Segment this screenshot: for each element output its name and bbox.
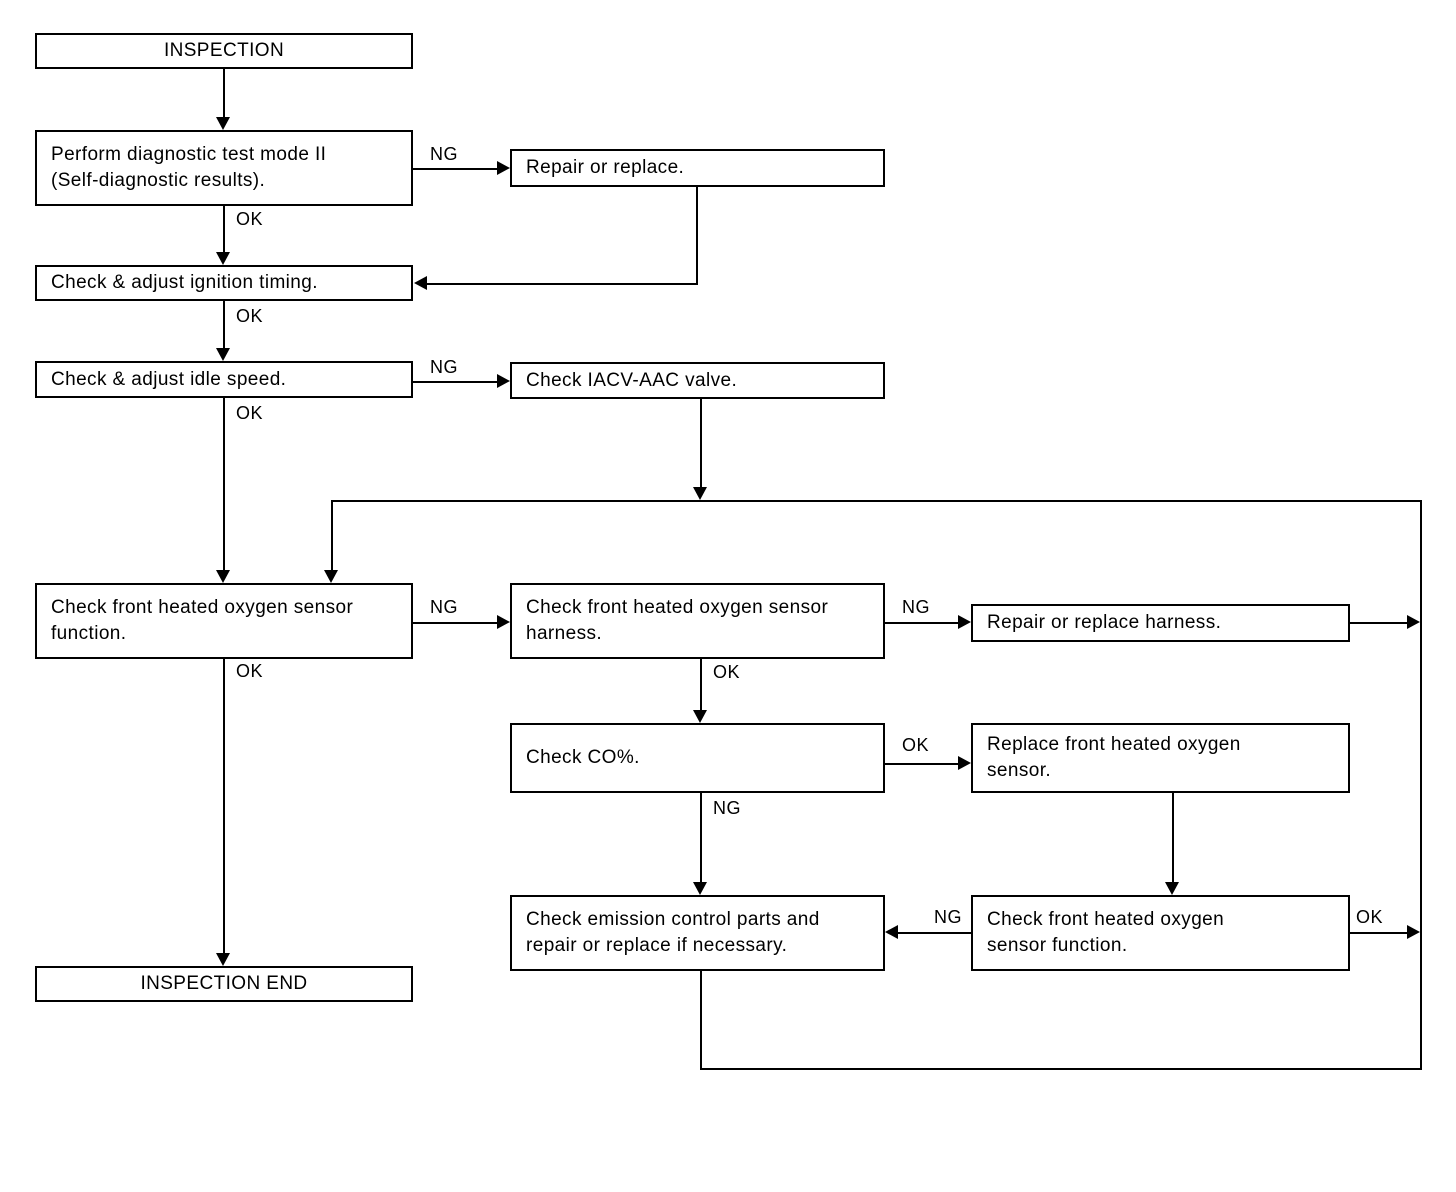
arrowhead-diagnostic-ng xyxy=(497,161,510,175)
edge-rail-to-ho2s-function xyxy=(331,500,333,570)
arrowhead-diagnostic-ok xyxy=(216,252,230,265)
rail-main-horizontal xyxy=(331,500,1421,502)
edge-ho2s-harness-ok xyxy=(700,659,702,710)
label-idle-ok: OK xyxy=(236,403,264,423)
node-repair-or-replace-harness[interactable]: Repair or replace harness. xyxy=(971,604,1350,642)
edge-idle-ng xyxy=(413,381,497,383)
label-ho2s-harness-ok: OK xyxy=(713,662,741,682)
label-ho2s-function2-ok: OK xyxy=(1356,907,1384,927)
node-check-front-ho2s-function-label: Check front heated oxygen sensor functio… xyxy=(51,597,354,644)
arrowhead-iacv-to-rail xyxy=(693,487,707,500)
edge-diagnostic-ng xyxy=(413,168,497,170)
arrowhead-harness-repair-to-rail xyxy=(1407,615,1420,629)
edge-emission-return-horizontal xyxy=(700,1068,1422,1070)
node-check-front-ho2s-function-2[interactable]: Check front heated oxygen sensor functio… xyxy=(971,895,1350,971)
edge-idle-ok xyxy=(223,398,225,570)
node-check-co[interactable]: Check CO%. xyxy=(510,723,885,793)
edge-diagnostic-ok xyxy=(223,206,225,252)
edge-iacv-to-rail xyxy=(700,399,702,487)
arrowhead-ho2s-function2-ng xyxy=(885,925,898,939)
arrowhead-ho2s-harness-ok xyxy=(693,710,707,723)
edge-ho2s-function-ok xyxy=(223,659,225,953)
label-co-ok: OK xyxy=(902,735,930,755)
edge-harness-repair-to-rail xyxy=(1350,622,1407,624)
edge-co-ok xyxy=(885,763,958,765)
arrowhead-inspection-to-diagnostic xyxy=(216,117,230,130)
label-diagnostic-ok: OK xyxy=(236,209,264,229)
label-ho2s-harness-ng: NG xyxy=(902,597,930,617)
label-diagnostic-ng: NG xyxy=(430,144,458,164)
arrowhead-idle-ok xyxy=(216,570,230,583)
arrowhead-idle-ng xyxy=(497,374,510,388)
node-inspection-end[interactable]: INSPECTION END xyxy=(35,966,413,1002)
arrowhead-rail-to-ho2s-function xyxy=(324,570,338,583)
node-check-front-ho2s-harness[interactable]: Check front heated oxygen sensor harness… xyxy=(510,583,885,659)
edge-co-ng xyxy=(700,793,702,882)
label-co-ng: NG xyxy=(713,798,741,818)
node-repair-or-replace-harness-label: Repair or replace harness. xyxy=(987,612,1222,633)
node-inspection-start-label: INSPECTION xyxy=(163,40,285,61)
arrowhead-replace-ho2s-to-function2 xyxy=(1165,882,1179,895)
edge-inspection-to-diagnostic xyxy=(223,69,225,117)
arrowhead-ho2s-harness-ng xyxy=(958,615,971,629)
label-ho2s-function2-ng: NG xyxy=(934,907,962,927)
node-check-emission-control-parts[interactable]: Check emission control parts and repair … xyxy=(510,895,885,971)
node-check-iacv-aac-valve-label: Check IACV-AAC valve. xyxy=(526,369,738,391)
edge-ho2s-harness-ng xyxy=(885,622,958,624)
edge-ho2s-function2-ng xyxy=(898,932,971,934)
node-check-co-label: Check CO%. xyxy=(526,747,640,768)
arrowhead-co-ng xyxy=(693,882,707,895)
node-replace-front-ho2s-label: Replace front heated oxygen sensor. xyxy=(987,734,1241,781)
node-perform-diagnostic[interactable]: Perform diagnostic test mode II (Self-di… xyxy=(35,130,413,206)
rail-right-vertical xyxy=(1420,500,1422,1070)
node-check-ignition-timing[interactable]: Check & adjust ignition timing. xyxy=(35,265,413,301)
edge-replace-ho2s-to-function2 xyxy=(1172,793,1174,882)
arrowhead-ho2s-function-ok xyxy=(216,953,230,966)
edge-repair-return-vertical xyxy=(696,187,698,283)
edge-ignition-ok xyxy=(223,301,225,348)
edge-repair-return-horizontal xyxy=(427,283,698,285)
label-idle-ng: NG xyxy=(430,357,458,377)
arrowhead-repair-return xyxy=(414,276,427,290)
node-check-front-ho2s-function[interactable]: Check front heated oxygen sensor functio… xyxy=(35,583,413,659)
label-ho2s-function-ok: OK xyxy=(236,661,264,681)
node-check-ignition-timing-label: Check & adjust ignition timing. xyxy=(51,272,318,293)
node-repair-or-replace[interactable]: Repair or replace. xyxy=(510,149,885,187)
node-check-front-ho2s-harness-label: Check front heated oxygen sensor harness… xyxy=(526,597,829,644)
node-check-front-ho2s-function-2-label: Check front heated oxygen sensor functio… xyxy=(987,909,1225,956)
arrowhead-ho2s-function2-ok xyxy=(1407,925,1420,939)
node-check-iacv-aac-valve[interactable]: Check IACV-AAC valve. xyxy=(510,362,885,399)
edge-ho2s-function2-ok xyxy=(1350,932,1407,934)
node-check-emission-control-parts-label: Check emission control parts and repair … xyxy=(526,909,820,956)
label-ho2s-function-ng: NG xyxy=(430,597,458,617)
node-perform-diagnostic-label: Perform diagnostic test mode II (Self-di… xyxy=(51,144,327,191)
edge-ho2s-function-ng xyxy=(413,622,497,624)
arrowhead-ignition-ok xyxy=(216,348,230,361)
node-inspection-start[interactable]: INSPECTION xyxy=(35,33,413,69)
node-check-idle-speed[interactable]: Check & adjust idle speed. xyxy=(35,361,413,398)
arrowhead-ho2s-function-ng xyxy=(497,615,510,629)
label-ignition-ok: OK xyxy=(236,306,264,326)
node-check-idle-speed-label: Check & adjust idle speed. xyxy=(51,368,287,390)
arrowhead-co-ok xyxy=(958,756,971,770)
node-replace-front-ho2s[interactable]: Replace front heated oxygen sensor. xyxy=(971,723,1350,793)
node-inspection-end-label: INSPECTION END xyxy=(140,973,308,994)
node-repair-or-replace-label: Repair or replace. xyxy=(526,157,685,178)
edge-emission-return-vertical xyxy=(700,971,702,1070)
